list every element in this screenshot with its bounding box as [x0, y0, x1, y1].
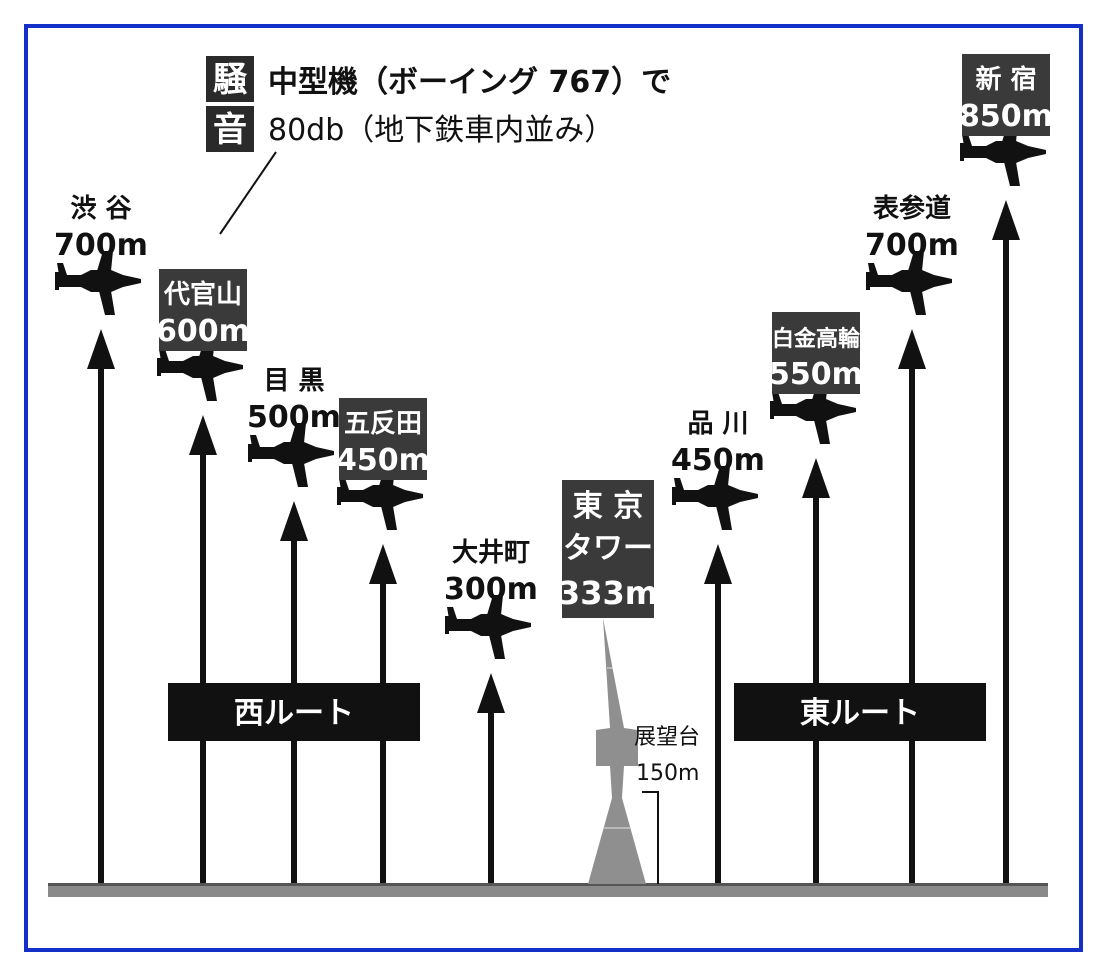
tower-label-line-1: 東 京 [573, 489, 643, 524]
noise-tag-char-2: 音 [213, 110, 247, 150]
point-name-shirokanetakanawa: 白金高輪 [772, 326, 861, 352]
point-name-shinjuku: 新 宿 [975, 64, 1036, 95]
point-altitude-gotanda: 450m [336, 443, 430, 478]
tower-label-box [562, 480, 654, 618]
tower-silhouette [588, 618, 646, 884]
point-altitude-daikanyama: 600m [156, 314, 250, 349]
label-box-daikanyama [159, 269, 247, 351]
west-route-banner: 西ルート [168, 683, 420, 741]
point-altitude-shirokanetakanawa: 550m [769, 357, 863, 392]
west-route-label: 西ルート [234, 696, 354, 731]
arrow-head-shibuya [87, 329, 115, 369]
point-name-omotesando: 表参道 [873, 193, 951, 224]
noise-tag-char-1: 騒 [213, 60, 248, 100]
ground-line [48, 883, 1048, 886]
arrow-shaft-shinagawa [715, 580, 721, 883]
tower-label-line-3: 333m [558, 574, 658, 612]
point-name-gotanda: 五反田 [344, 409, 422, 439]
point-name-daikanyama: 代官山 [163, 279, 242, 310]
point-altitude-meguro: 500m [247, 400, 341, 435]
noise-callout: 騒 音 中型機（ボーイング 767）で 80db（地下鉄車内並み） [206, 56, 671, 235]
arrow-shaft-shibuya [98, 365, 104, 883]
noise-line-1: 中型機（ボーイング 767）で [268, 65, 671, 100]
east-route-label: 東ルート [800, 696, 920, 731]
arrow-shaft-shinjuku [1003, 236, 1009, 883]
deck-marker [642, 791, 659, 884]
arrow-head-shinagawa [704, 544, 732, 584]
arrow-head-daikanyama [189, 415, 217, 455]
noise-tag-box-2 [206, 106, 254, 152]
arrow-head-gotanda [369, 544, 397, 584]
deck-height: 150m [636, 761, 699, 786]
tower-label-line-2: タワー [563, 531, 653, 566]
point-altitude-shinjuku: 850m [959, 99, 1053, 134]
point-altitude-omotesando: 700m [865, 228, 959, 263]
noise-line-2: 80db（地下鉄車内並み） [268, 113, 614, 148]
arrow-head-shinjuku [992, 200, 1020, 240]
point-name-oimachi: 大井町 [452, 538, 530, 568]
point-altitude-shibuya: 700m [54, 228, 148, 263]
arrow-head-oimachi [477, 673, 505, 713]
point-name-shibuya: 渋 谷 [70, 194, 132, 224]
arrow-shaft-daikanyama [200, 451, 206, 883]
arrow-head-shirokanetakanawa [802, 458, 830, 498]
noise-leader-line [219, 151, 277, 235]
point-name-meguro: 目 黒 [263, 366, 324, 396]
arrow-shaft-omotesando [909, 365, 915, 883]
arrow-shaft-oimachi [488, 709, 494, 883]
point-name-shinagawa: 品 川 [687, 409, 748, 439]
label-box-shirokanetakanawa [772, 312, 860, 394]
label-box-gotanda [339, 398, 427, 480]
tokyo-tower: 東 京 タワー 333m 展望台 150m [558, 480, 700, 884]
deck-label: 展望台 [634, 725, 700, 750]
ground-strip [48, 883, 1048, 897]
arrow-head-meguro [280, 501, 308, 541]
east-route-banner: 東ルート [734, 683, 986, 741]
arrow-head-omotesando [898, 329, 926, 369]
noise-tag-box-1 [206, 56, 254, 102]
point-altitude-shinagawa: 450m [671, 443, 765, 478]
label-box-shinjuku [962, 54, 1050, 136]
point-altitude-oimachi: 300m [444, 572, 538, 607]
